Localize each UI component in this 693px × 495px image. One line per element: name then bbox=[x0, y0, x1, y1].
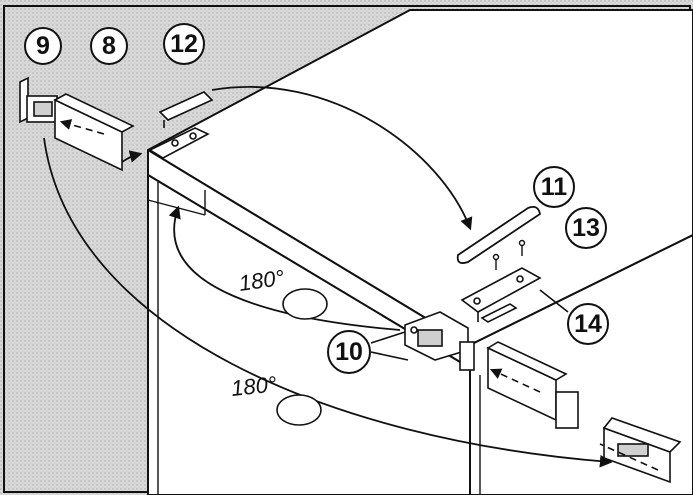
callout-12: 12 bbox=[163, 23, 205, 65]
callout-11: 11 bbox=[533, 166, 575, 208]
transfer-arrows bbox=[43, 85, 613, 468]
dashed-guide-arrows bbox=[59, 119, 659, 471]
arrow-8-to-top bbox=[121, 150, 143, 163]
part-12-cover-cap bbox=[158, 91, 214, 128]
part-14-hinge-bracket bbox=[460, 267, 542, 323]
svg-text:11: 11 bbox=[541, 173, 568, 201]
appliance-cabinet bbox=[147, 9, 693, 495]
svg-text:13: 13 bbox=[572, 214, 600, 242]
svg-text:12: 12 bbox=[170, 30, 198, 58]
callout-8: 8 bbox=[90, 27, 128, 65]
svg-text:9: 9 bbox=[36, 32, 50, 60]
part-11-cover-plate bbox=[456, 205, 542, 264]
svg-text:10: 10 bbox=[335, 338, 363, 366]
arrow-lower-180 bbox=[43, 137, 613, 468]
svg-text:14: 14 bbox=[574, 310, 602, 338]
part-8-hinge bbox=[53, 93, 135, 172]
part-13-screws bbox=[492, 239, 526, 270]
arrow-12-to-11 bbox=[211, 85, 473, 231]
callout-9: 9 bbox=[24, 27, 62, 65]
callout-14: 14 bbox=[567, 303, 609, 345]
cabinet-front-face bbox=[147, 174, 471, 495]
angle-label-lower: 180° bbox=[230, 371, 278, 401]
rotation-ellipse-lower bbox=[276, 394, 322, 426]
part-10-hinge-assembly bbox=[404, 311, 475, 371]
rotation-ellipse-upper bbox=[282, 288, 328, 320]
lower-right-hinge bbox=[486, 341, 579, 429]
arrow-upper-180 bbox=[168, 205, 401, 331]
callout-leaders bbox=[370, 289, 569, 361]
top-left-hinge-plate bbox=[148, 127, 210, 159]
callout-13: 13 bbox=[565, 207, 607, 249]
svg-text:8: 8 bbox=[102, 32, 116, 60]
callout-10: 10 bbox=[327, 330, 371, 374]
